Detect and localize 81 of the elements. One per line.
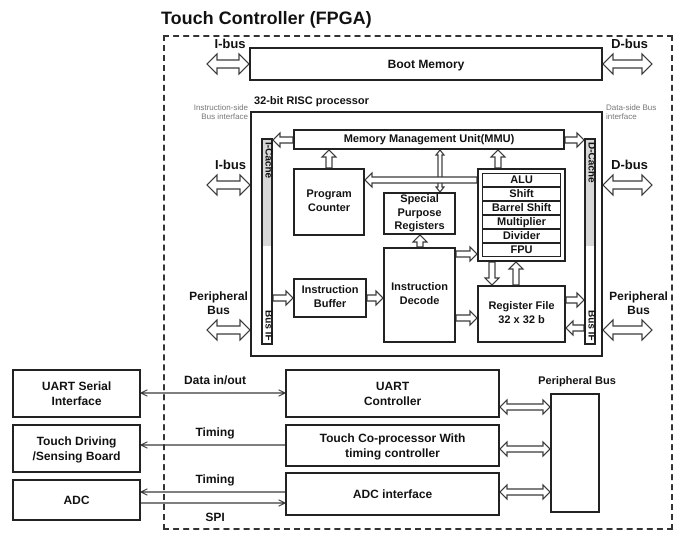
block-arrow xyxy=(272,132,294,148)
block-arrow xyxy=(206,318,251,342)
memory-block xyxy=(249,47,603,81)
box-label: UART Serial Interface xyxy=(40,378,112,408)
arrow xyxy=(141,499,286,507)
heading: Touch Controller (FPGA) xyxy=(161,7,372,30)
unit-row xyxy=(482,187,561,201)
box-label: Instruction Decode xyxy=(390,281,449,309)
box-label: Shift xyxy=(509,188,534,200)
box-label: Touch Co-processor With timing controller xyxy=(318,430,466,460)
unit-row xyxy=(482,229,561,243)
block-arrow xyxy=(206,174,251,196)
box-label: ALU xyxy=(510,174,533,186)
bar-label: D-Cache xyxy=(586,142,594,183)
register-box xyxy=(383,192,456,235)
execution-unit-box xyxy=(477,168,566,262)
box-label: Special Purpose Registers xyxy=(393,192,446,234)
edge-label: I-bus xyxy=(213,37,247,52)
external-device-box xyxy=(12,479,141,521)
box-label: ADC interface xyxy=(352,486,432,502)
box-label: Barrel Shift xyxy=(492,202,552,214)
box-label: Touch Driving /Sensing Board xyxy=(31,434,122,464)
controller-box xyxy=(285,369,500,418)
unit-row xyxy=(482,201,561,215)
block-arrow xyxy=(508,261,524,286)
note-label: Instruction-side Bus interface xyxy=(192,103,248,122)
block-arrow xyxy=(564,132,585,148)
block-arrow xyxy=(484,261,500,286)
heading: 32-bit RISC processor xyxy=(254,95,369,109)
block-arrow xyxy=(412,234,428,248)
cache-bar xyxy=(261,138,273,345)
process-box xyxy=(383,247,456,343)
edge-label: Peripheral Bus xyxy=(188,290,249,318)
block-arrow xyxy=(455,310,478,326)
external-device-box xyxy=(12,369,141,418)
mmu-block xyxy=(293,129,565,150)
register-box xyxy=(477,285,566,343)
heading: Peripheral Bus xyxy=(537,375,617,389)
box-label: Divider xyxy=(502,230,540,242)
process-box xyxy=(293,278,367,318)
unit-row xyxy=(482,215,561,229)
external-device-box xyxy=(12,424,141,473)
unit-row xyxy=(482,173,561,187)
block-arrow xyxy=(499,484,551,500)
box-label: UART Controller xyxy=(362,378,422,408)
block-arrow xyxy=(455,246,478,262)
bar-label: Bus IF xyxy=(263,310,271,341)
box-label: Multiplier xyxy=(497,216,546,228)
block-arrow xyxy=(490,149,506,169)
block-arrow xyxy=(499,440,551,458)
block-arrow xyxy=(602,174,653,196)
box-label: Register File 32 x 32 b xyxy=(487,300,556,328)
box-label: ADC xyxy=(64,492,90,508)
box-label: Memory Management Unit(MMU) xyxy=(344,132,514,146)
process-box xyxy=(293,168,365,236)
arrow xyxy=(140,389,286,397)
block-arrow xyxy=(206,52,250,76)
block-arrow xyxy=(272,290,294,306)
bar-label: I-Cache xyxy=(263,142,271,178)
block-arrow xyxy=(565,292,585,308)
block-arrow xyxy=(602,318,653,342)
block-arrow xyxy=(364,172,478,188)
block-arrow xyxy=(565,320,585,336)
block-arrow xyxy=(366,290,384,306)
controller-box xyxy=(285,472,500,516)
bar-label: Bus IF xyxy=(586,310,594,341)
block-arrow xyxy=(602,52,653,76)
arrow xyxy=(140,488,285,496)
edge-label: D-bus xyxy=(610,37,649,52)
box-label: Instruction Buffer xyxy=(300,284,360,312)
box-label: Boot Memory xyxy=(388,56,464,72)
edge-label: Peripheral Bus xyxy=(608,290,669,318)
box-label: Program Counter xyxy=(305,188,353,216)
note-label: Data-side Bus interface xyxy=(606,103,658,122)
controller-box xyxy=(285,424,500,467)
box-label: FPU xyxy=(510,244,532,256)
block-arrow xyxy=(320,149,338,169)
block-arrow xyxy=(499,398,551,416)
unit-row xyxy=(482,243,561,257)
cache-bar xyxy=(584,138,596,345)
arrow xyxy=(140,441,285,449)
